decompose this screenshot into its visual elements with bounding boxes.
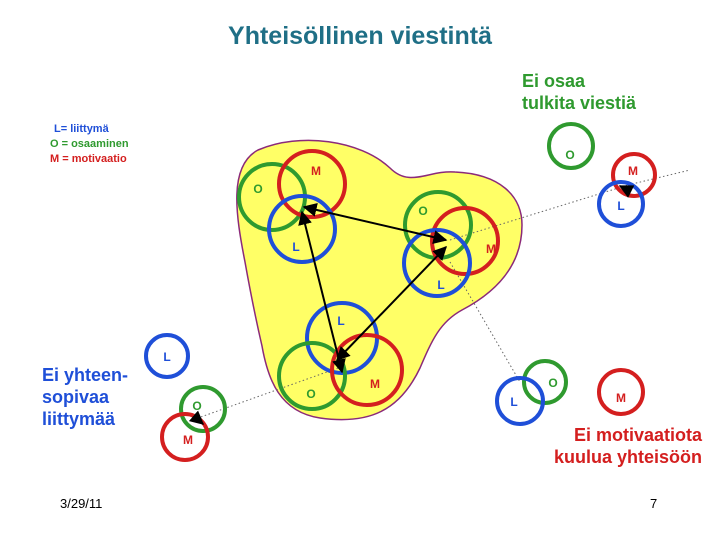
slide-title: Yhteisöllinen viestintä: [228, 22, 492, 50]
legend-l: L= liittymä: [54, 123, 109, 135]
note-incompatible-interface: Ei yhteen- sopivaa liittymää: [42, 364, 128, 430]
circle-o: [522, 359, 568, 405]
label-l: L: [337, 314, 344, 328]
circle-o: [547, 122, 595, 170]
outsider-incompatible-interface: L O M: [144, 333, 227, 462]
circle-m: [597, 368, 645, 416]
circle-m: [160, 412, 210, 462]
label-l: L: [510, 395, 517, 409]
note-cannot-interpret: Ei osaa tulkita viestiä: [522, 70, 636, 114]
legend-m: M = motivaatio: [50, 153, 127, 165]
note-line: Ei osaa: [522, 71, 586, 91]
label-o: O: [192, 399, 201, 413]
legend-o: O = osaaminen: [50, 138, 129, 150]
arrow-bottom-right: [336, 245, 447, 362]
label-m: M: [628, 164, 638, 178]
outsider-no-motivation: O L M: [495, 359, 645, 426]
note-line: liittymää: [42, 409, 116, 429]
page-number: 7: [650, 496, 658, 511]
circle-l: [144, 333, 190, 379]
label-m: M: [183, 433, 193, 447]
label-l: L: [437, 278, 444, 292]
arrow-topleft-bottom: [298, 210, 346, 374]
label-m: M: [311, 164, 321, 178]
outsider-no-competence: O M L: [547, 122, 657, 228]
label-o: O: [548, 376, 557, 390]
circle-l: [597, 180, 645, 228]
label-o: O: [418, 204, 427, 218]
circle-o: [179, 385, 227, 433]
note-line: kuulua yhteisöön: [553, 447, 702, 467]
communication-arrows: [298, 203, 448, 374]
label-l: L: [163, 350, 170, 364]
footer-date: 3/29/11: [60, 496, 103, 511]
label-o: O: [253, 182, 262, 196]
legend: L= liittymä O = osaaminen M = motivaatio: [50, 122, 129, 167]
note-line: tulkita viestiä: [522, 93, 637, 113]
label-l: L: [617, 199, 624, 213]
label-o: O: [565, 148, 574, 162]
note-line: sopivaa: [42, 387, 110, 407]
note-no-motivation: Ei motivaatiota kuulua yhteisöön: [554, 424, 702, 468]
arrow-in: [618, 185, 635, 198]
label-m: M: [616, 391, 626, 405]
circle-l: [495, 376, 545, 426]
note-line: Ei motivaatiota: [573, 425, 702, 445]
label-m: M: [370, 377, 380, 391]
note-line: Ei yhteen-: [42, 365, 129, 385]
arrow-in: [188, 410, 205, 425]
dotted-lines: [197, 169, 691, 419]
label-m: M: [486, 242, 496, 256]
label-o: O: [306, 387, 315, 401]
label-l: L: [292, 240, 299, 254]
